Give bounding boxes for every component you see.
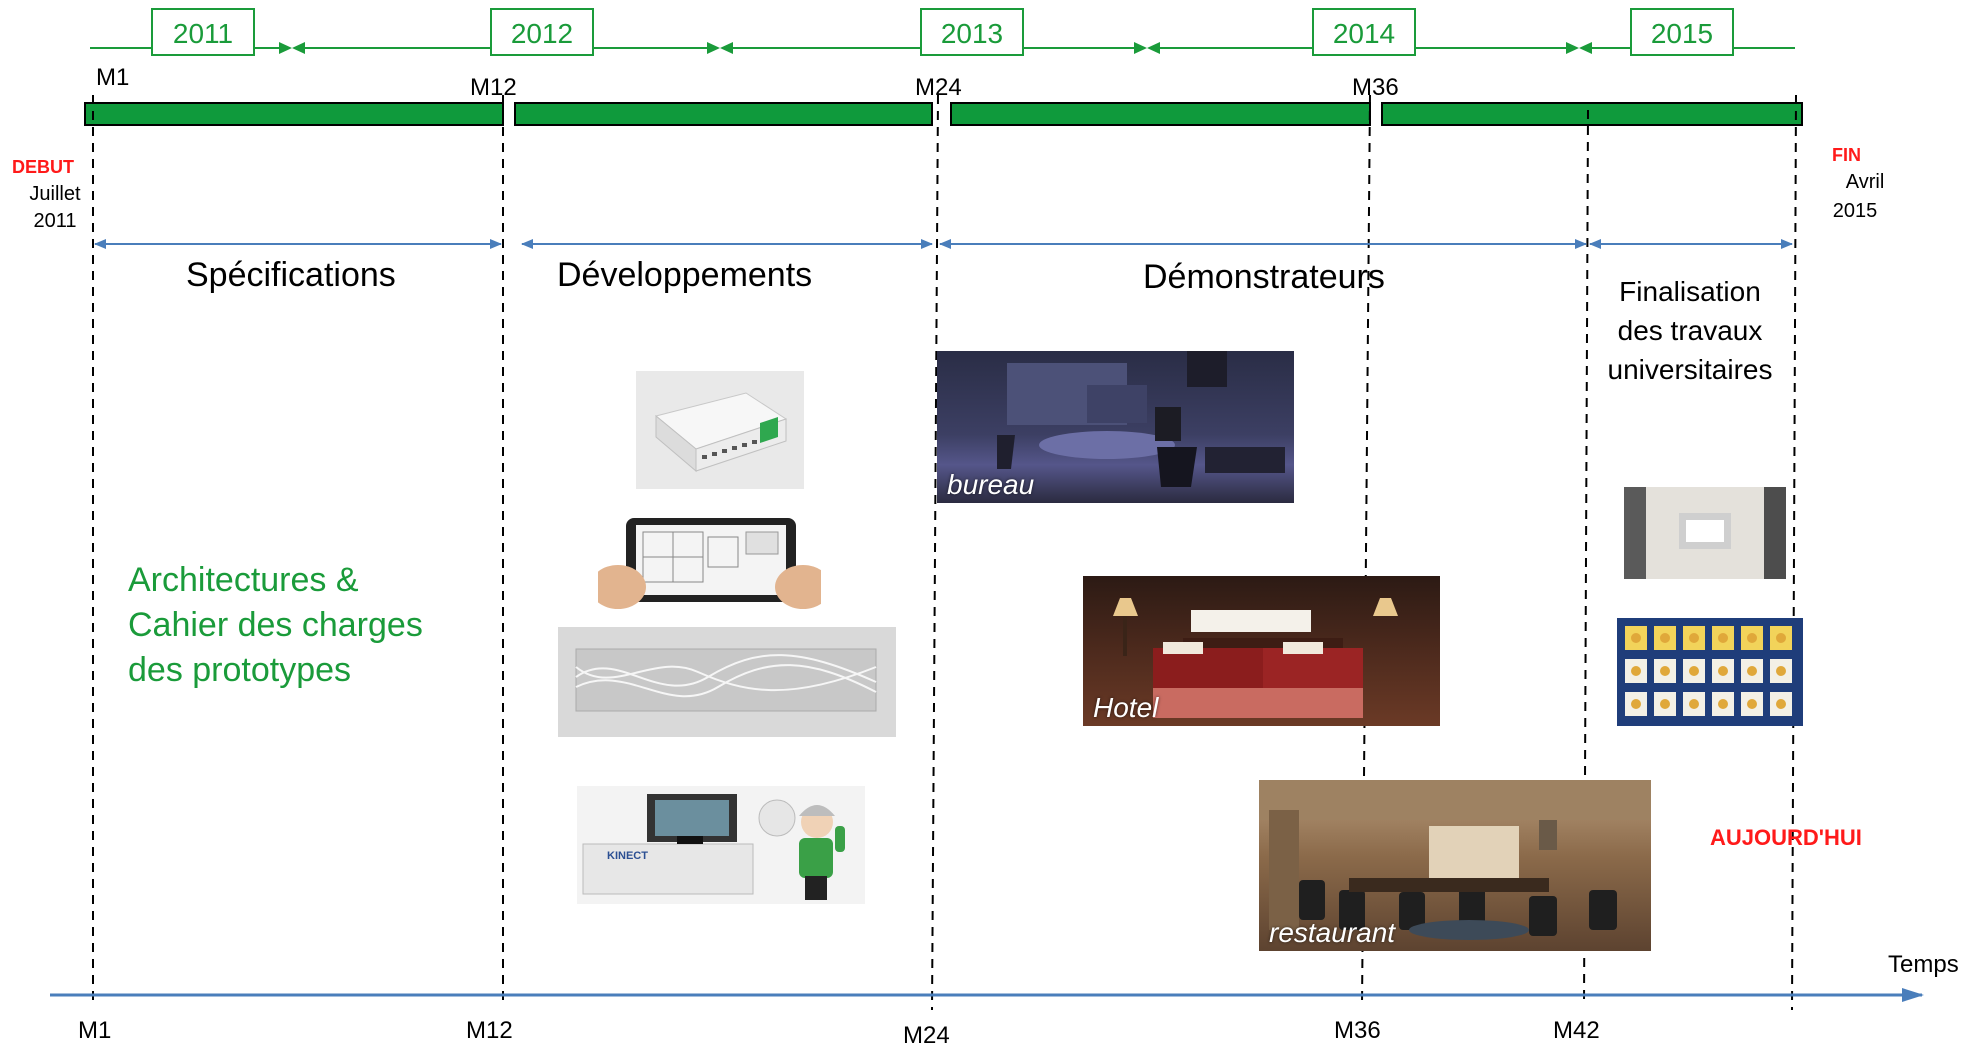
- restaurant-image: restaurant: [1259, 780, 1651, 951]
- year-box-2015: 2015: [1630, 8, 1734, 56]
- led-dot: [1747, 633, 1757, 643]
- led-dot: [1747, 699, 1757, 709]
- led-dot: [1718, 699, 1728, 709]
- led-dot: [1747, 666, 1757, 676]
- bar-year-3: [950, 102, 1371, 126]
- today-label: AUJOURD'HUI: [1710, 825, 1862, 850]
- bureau-caption: bureau: [947, 469, 1035, 500]
- led-dot: [1689, 699, 1699, 709]
- hotel-image: Hotel: [1083, 576, 1440, 726]
- led-dot: [1631, 699, 1641, 709]
- wave-panel-image: [558, 627, 896, 737]
- axis-label-temps: Temps: [1888, 951, 1959, 978]
- top-milestone-m24: M24: [915, 74, 962, 101]
- led-dot: [1718, 633, 1728, 643]
- year-box-2014: 2014: [1312, 8, 1416, 56]
- led-array-image: [1617, 618, 1803, 726]
- led-dot: [1689, 633, 1699, 643]
- bottom-milestone-m36: M36: [1334, 1017, 1381, 1044]
- led-dot: [1718, 666, 1728, 676]
- top-milestone-m1: M1: [96, 64, 130, 91]
- year-box-2012: 2012: [490, 8, 594, 56]
- architecture-line-3: des prototypes: [128, 651, 352, 689]
- start-line2: 2011: [33, 210, 77, 232]
- architecture-line-1: Architectures &: [128, 561, 359, 599]
- led-dot: [1776, 633, 1786, 643]
- phase-finalisation: Finalisation des travaux universitaires: [1590, 272, 1790, 389]
- bottom-milestone-m42: M42: [1553, 1017, 1600, 1044]
- bottom-milestone-m12: M12: [466, 1017, 513, 1044]
- led-dot: [1776, 699, 1786, 709]
- top-milestone-m36: M36: [1352, 74, 1399, 101]
- year-box-2011: 2011: [151, 8, 255, 56]
- bottom-milestone-m24: M24: [903, 1022, 950, 1049]
- end-line1: Avril: [1845, 171, 1885, 193]
- tablet-image: [598, 512, 821, 616]
- bar-year-4: [1381, 102, 1803, 126]
- architecture-line-2: Cahier des charges: [128, 606, 423, 644]
- top-milestone-m12: M12: [470, 74, 517, 101]
- bottom-milestone-m1: M1: [78, 1017, 112, 1044]
- light-panel-image: [1624, 487, 1786, 579]
- bar-year-2: [514, 102, 933, 126]
- led-dot: [1631, 666, 1641, 676]
- kinect-label: KINECT: [607, 850, 648, 862]
- finalisation-line-2: des travaux: [1617, 315, 1763, 346]
- led-dot: [1660, 633, 1670, 643]
- led-dot: [1660, 699, 1670, 709]
- phase-developpements: Développements: [557, 256, 813, 294]
- architecture-text: Architectures & Cahier des charges des p…: [128, 558, 423, 693]
- finalisation-line-3: universitaires: [1607, 354, 1773, 385]
- start-line1: Juillet: [29, 183, 81, 205]
- year-box-2013: 2013: [920, 8, 1024, 56]
- progress-bars: [84, 102, 1803, 126]
- bar-year-1: [84, 102, 504, 126]
- bureau-image: bureau: [937, 351, 1294, 503]
- led-dot: [1631, 633, 1641, 643]
- gateway-device-image: [636, 371, 804, 489]
- phase-demonstrateurs: Démonstrateurs: [1143, 258, 1385, 296]
- kinect-image: KINECT: [577, 786, 865, 904]
- start-title: DEBUT: [12, 157, 74, 177]
- restaurant-caption: restaurant: [1269, 917, 1396, 948]
- finalisation-line-1: Finalisation: [1619, 276, 1761, 307]
- end-title: FIN: [1832, 145, 1861, 165]
- hotel-caption: Hotel: [1093, 692, 1159, 723]
- led-dot: [1660, 666, 1670, 676]
- led-dot: [1689, 666, 1699, 676]
- end-line2: 2015: [1832, 200, 1878, 222]
- phase-specifications: Spécifications: [186, 256, 396, 294]
- led-dot: [1776, 666, 1786, 676]
